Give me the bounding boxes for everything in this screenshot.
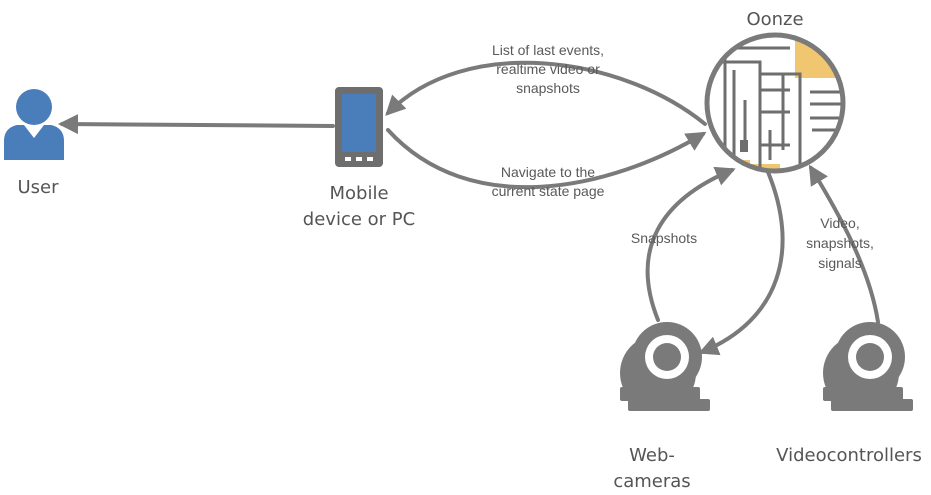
edge-label-events-line3: snapshots (516, 80, 580, 96)
edge-label-video-line2: snapshots, (806, 235, 874, 251)
mobile-device-icon (335, 87, 383, 167)
edge-label-navigate-line1: Navigate to the (501, 164, 595, 180)
edge-label-events-line1: List of last events, (492, 42, 604, 58)
webcam-icon (620, 322, 710, 411)
arrow-device-to-user (58, 114, 335, 135)
edge-label-events-line2: realtime video or (496, 61, 600, 77)
edge-label-snapshots: Snapshots (631, 230, 697, 246)
user-label: User (17, 177, 59, 198)
videocontrollers-label: Videocontrollers (776, 445, 922, 466)
arrow-device-to-server (386, 128, 707, 190)
edge-label-video-line3: signals (818, 255, 862, 271)
user-icon (4, 89, 64, 160)
arrow-server-to-device (385, 60, 707, 126)
arrow-server-to-webcams (698, 170, 785, 356)
edge-label-navigate-line2: current state page (492, 183, 605, 199)
arrow-webcams-to-server (645, 166, 736, 322)
device-label-line2: device or PC (303, 209, 415, 230)
webcams-label-line1: Web- (629, 445, 675, 466)
device-label-line1: Mobile (329, 183, 388, 204)
server-label: Oonze (746, 9, 803, 30)
edge-label-video-line1: Video, (820, 215, 859, 231)
videocontroller-icon (823, 322, 913, 411)
arrow-controllers-to-server (808, 164, 880, 324)
server-page-icon (704, 32, 846, 174)
webcams-label-line2: cameras (613, 471, 690, 492)
